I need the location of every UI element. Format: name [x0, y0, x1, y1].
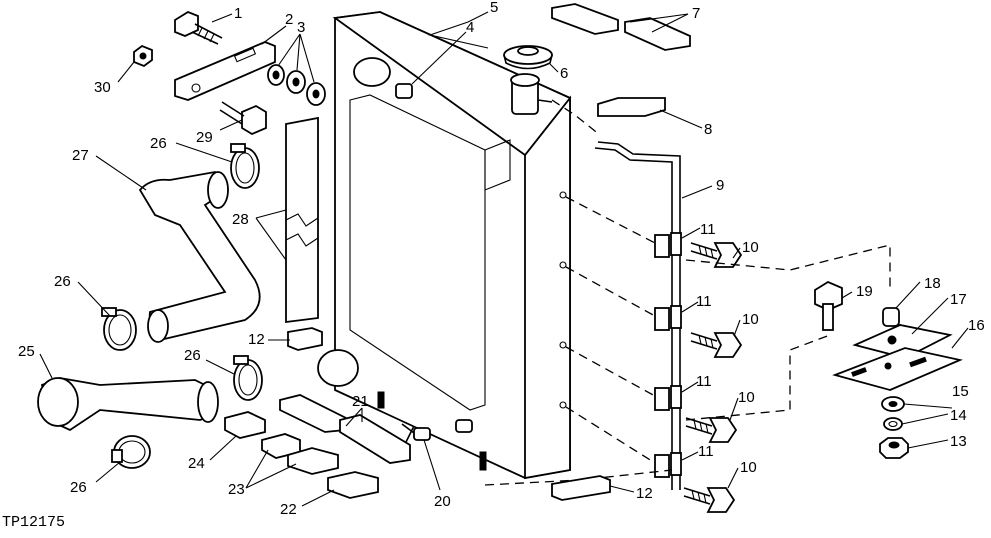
callout-10d: 10 — [740, 459, 757, 476]
callout-27: 27 — [72, 147, 89, 164]
callout-1: 1 — [234, 5, 242, 22]
callout-16: 16 — [968, 317, 985, 334]
callout-12b: 12 — [248, 331, 265, 348]
callout-11b: 11 — [696, 293, 712, 310]
foam-strips-bottom — [224, 394, 411, 499]
lower-hose — [37, 377, 219, 432]
callout-22: 22 — [280, 501, 297, 518]
upper-hose — [138, 171, 261, 343]
callout-7: 7 — [692, 5, 700, 22]
callout-15: 15 — [952, 383, 969, 400]
callout-2: 2 — [285, 11, 293, 28]
callout-11d: 11 — [698, 443, 714, 460]
callout-18: 18 — [924, 275, 941, 292]
cap-screws — [683, 242, 743, 513]
callout-24: 24 — [188, 455, 205, 472]
callout-11a: 11 — [700, 221, 716, 238]
callout-14: 14 — [950, 407, 967, 424]
side-baffle — [285, 116, 319, 324]
callout-19: 19 — [856, 283, 873, 300]
mount-hole — [559, 401, 567, 409]
figure-id: TP12175 — [2, 514, 65, 531]
radiator-cap — [503, 45, 553, 70]
tube-clips — [654, 232, 682, 478]
mount-assembly — [814, 280, 963, 459]
callout-26a: 26 — [150, 135, 167, 152]
callout-25: 25 — [18, 343, 35, 360]
callout-30: 30 — [94, 79, 111, 96]
callout-28: 28 — [232, 211, 249, 228]
drain-plug-upper — [395, 83, 413, 99]
callout-8: 8 — [704, 121, 712, 138]
callout-6: 6 — [560, 65, 568, 82]
callout-29: 29 — [196, 129, 213, 146]
mount-hole — [559, 261, 567, 269]
callout-3: 3 — [297, 19, 305, 36]
callout-26d: 26 — [70, 479, 87, 496]
callout-21: 21 — [352, 393, 369, 410]
callout-12a: 12 — [636, 485, 653, 502]
callout-11c: 11 — [696, 373, 712, 390]
callout-10a: 10 — [742, 239, 759, 256]
overflow-tube — [551, 99, 681, 490]
mount-hole — [559, 341, 567, 349]
callout-5: 5 — [490, 0, 498, 16]
callout-4: 4 — [466, 19, 474, 36]
callout-26b: 26 — [54, 273, 71, 290]
hose-clamps — [101, 143, 263, 469]
callout-9: 9 — [716, 177, 724, 194]
radiator-core — [317, 11, 572, 480]
callout-23: 23 — [228, 481, 245, 498]
callout-17: 17 — [950, 291, 967, 308]
callout-labels: 1 2 3 4 5 6 7 8 9 11 10 11 10 11 10 11 1… — [2, 0, 985, 531]
drain-valve — [401, 419, 473, 443]
callout-10b: 10 — [742, 311, 759, 328]
seal-strips — [287, 327, 611, 501]
mount-hole — [559, 191, 567, 199]
top-bracket-assembly — [133, 10, 326, 136]
callout-26c: 26 — [184, 347, 201, 364]
callout-20: 20 — [434, 493, 451, 510]
bolts-small — [377, 391, 487, 471]
callout-10c: 10 — [738, 389, 755, 406]
foam-strips-top — [551, 3, 691, 117]
callout-13: 13 — [950, 433, 967, 450]
callout-leaders — [39, 11, 969, 507]
